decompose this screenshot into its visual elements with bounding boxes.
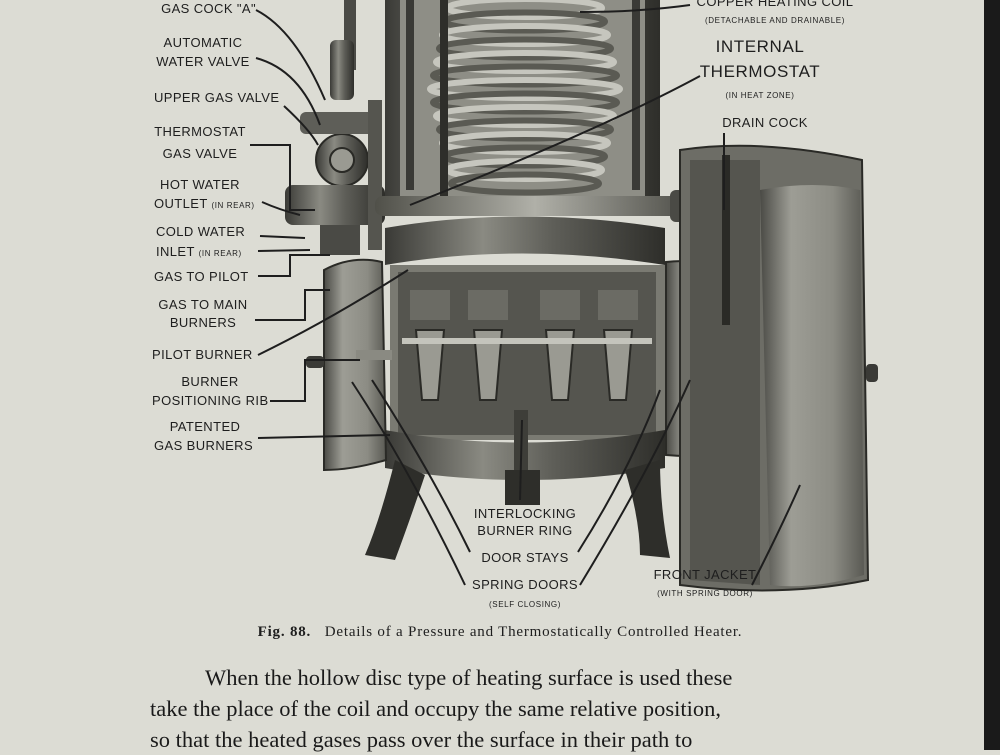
label-copper-heating-coil: COPPER HEATING COIL [696,0,854,9]
figure-number: Fig. 88. [257,624,312,640]
burner-head [468,290,508,320]
gas-burner [602,329,634,401]
figure-caption: Fig. 88. Details of a Pressure and Therm… [0,624,1000,641]
coil-turn [427,77,623,101]
body-line-3: so that the heated gases pass over the s… [150,727,693,752]
left-spring-door [306,258,392,472]
label-hot-water-outlet-1: HOT WATER [160,177,240,192]
label-thermostat-gas-valve-2: GAS VALVE [162,146,238,161]
coil-turn [433,50,617,74]
label-burner-positioning-rib-1: BURNER [181,374,239,389]
coil-turn [433,104,617,128]
label-front-jacket-note: (WITH SPRING DOOR) [657,589,753,598]
label-internal-thermostat-2: THERMOSTAT [699,62,821,81]
patented-gas-burners [410,290,638,401]
burner-head [410,290,450,320]
interlocking-burner-ring [402,338,652,344]
label-hot-water-outlet-2: OUTLET (IN REAR) [154,196,255,211]
coil-turn [430,63,620,88]
label-patented-gas-burners-1: PATENTED [169,419,241,434]
gas-burner [544,329,576,401]
coil-turn [436,36,614,61]
label-interlocking-burner-ring-2: BURNER RING [477,523,573,538]
label-pilot-burner: PILOT BURNER [152,347,253,362]
label-burner-positioning-rib-2: POSITIONING RIB [152,393,269,408]
label-thermostat-gas-valve-1: THERMOSTAT [154,124,246,139]
label-automatic-water-valve-1: AUTOMATIC [163,35,243,50]
front-jacket [679,144,878,592]
copper-heating-coil [427,0,623,196]
label-patented-gas-burners-2: GAS BURNERS [154,438,254,453]
coil-turn [436,117,614,142]
heater-legs [365,460,670,560]
gas-burner [414,329,446,401]
label-interlocking-burner-ring-1: INTERLOCKING [473,506,577,521]
coil-turn [430,90,620,115]
label-cold-water-inlet-2: INLET (IN REAR) [156,244,242,259]
label-gas-to-pilot: GAS TO PILOT [154,269,249,284]
heater-illustration [250,0,878,592]
page-edge-shadow [984,0,1000,750]
label-gas-cock-a: GAS COCK "A" [161,1,256,16]
leader-lines [250,4,801,586]
label-copper-heating-coil-note: (DETACHABLE AND DRAINABLE) [705,16,845,25]
label-spring-doors: SPRING DOORS [472,577,578,592]
gas-burner [472,329,504,401]
figure-caption-text: Details of a Pressure and Thermostatical… [324,624,743,640]
label-gas-to-main-burners-1: GAS TO MAIN [158,297,248,312]
internal-thermostat-tube [440,0,448,200]
label-gas-to-main-burners-2: BURNERS [169,315,237,330]
label-front-jacket: FRONT JACKET [653,567,757,582]
label-automatic-water-valve-2: WATER VALVE [156,54,250,69]
label-internal-thermostat-1: INTERNAL [715,37,805,56]
coil-turn [448,171,602,196]
burner-housing [385,216,665,480]
body-line-1: When the hollow disc type of heating sur… [205,665,733,690]
label-cold-water-inlet-1: COLD WATER [156,224,246,239]
label-drain-cock: DRAIN COCK [722,115,808,130]
label-door-stays: DOOR STAYS [481,550,569,565]
burner-head [540,290,580,320]
burner-head [598,290,638,320]
label-internal-thermostat-note: (IN HEAT ZONE) [725,91,795,100]
body-line-2: take the place of the coil and occupy th… [150,696,722,721]
label-spring-doors-note: (SELF CLOSING) [489,600,561,609]
label-upper-gas-valve: UPPER GAS VALVE [154,90,280,105]
